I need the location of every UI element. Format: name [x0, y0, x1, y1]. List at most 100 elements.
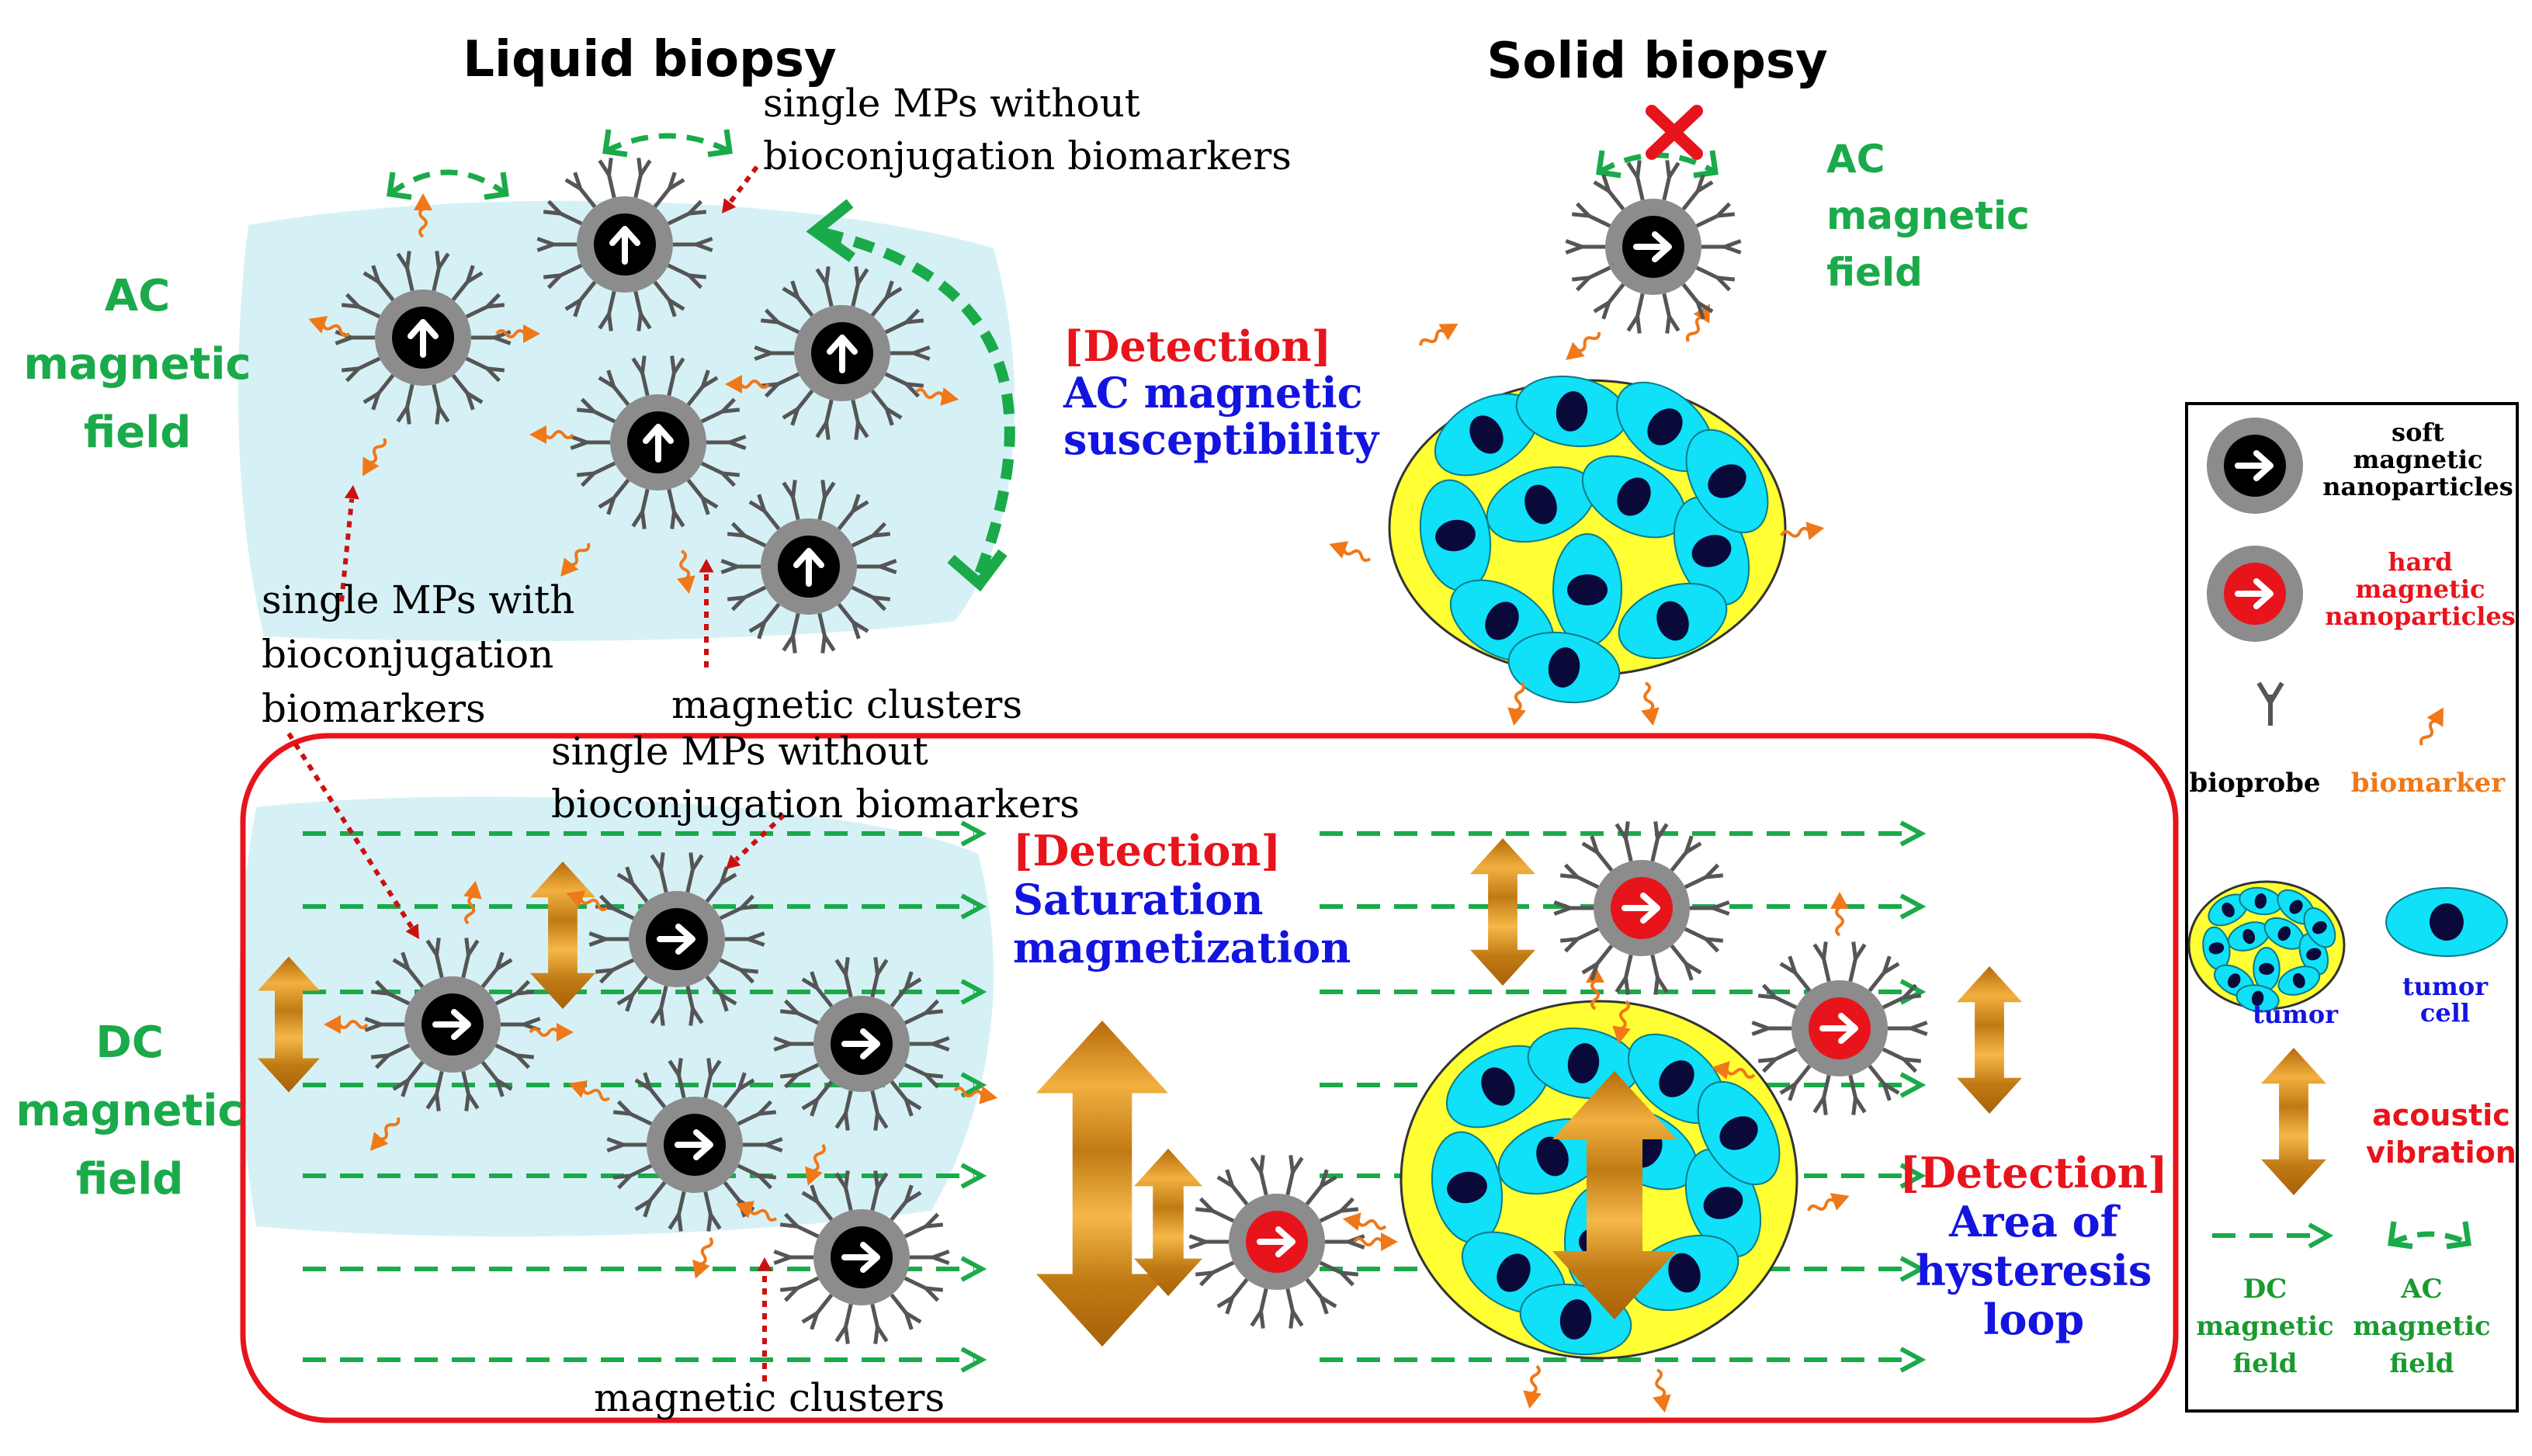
- bioprobe-icon: [706, 435, 747, 450]
- bioprobe-icon: [1553, 900, 1594, 916]
- detection-hyst-tag: [Detection]: [1899, 1148, 2167, 1198]
- biomarker-icon: [1329, 541, 1372, 562]
- biomarker-icon: [414, 193, 432, 238]
- bioprobe-icon: [1779, 1064, 1812, 1101]
- bioprobe-icon: [634, 1072, 667, 1109]
- dc-field-arrow: [1320, 820, 1927, 847]
- bioprobe-icon: [703, 1058, 722, 1099]
- biomarker-icon: [1419, 324, 1459, 346]
- legend-hard-1: hard: [2388, 547, 2452, 577]
- biomarker-icon: [692, 1236, 713, 1279]
- tumor-cell: [1515, 375, 1628, 448]
- legend-dc-3: field: [2232, 1348, 2297, 1379]
- bioprobe-icon: [1662, 160, 1680, 201]
- detection-sat-line2: magnetization: [1013, 923, 1351, 972]
- bioprobe-icon: [1305, 1277, 1337, 1315]
- biomarker-icon: [1641, 681, 1660, 726]
- bioprobe-icon: [870, 1170, 889, 1212]
- acoustic-vibration-icon: [258, 956, 320, 1093]
- bioprobe-icon: [851, 266, 869, 307]
- detection-hyst-line2: hysteresis: [1916, 1246, 2152, 1295]
- magnetic-moment-arrow-icon: [1633, 231, 1672, 262]
- bioprobe-icon: [700, 461, 741, 487]
- bioprobe-icon: [1559, 863, 1600, 889]
- bioprobe-icon: [1882, 1047, 1922, 1073]
- legend-hard-3: nanoparticles: [2325, 601, 2516, 631]
- bioprobe-icon: [782, 389, 814, 426]
- biomarker-icon: [560, 543, 591, 577]
- acoustic-vibration-icon: [1957, 966, 2022, 1114]
- annot-single-with-2: bioconjugation: [262, 632, 553, 677]
- bioprobe-icon: [653, 172, 685, 209]
- acoustic-vibrations: [258, 838, 2326, 1347]
- bioprobe-icon: [1195, 1197, 1235, 1223]
- magnetic-moment-arrow-icon: [2235, 578, 2274, 609]
- bioprobe-icon: [1188, 1234, 1229, 1250]
- bioprobe-icon: [773, 1250, 813, 1265]
- dc-field-label-2: magnetic: [16, 1086, 243, 1136]
- annot-clusters-top: magnetic clusters: [671, 682, 1022, 727]
- bioprobe-icon: [1626, 160, 1645, 201]
- bioprobe-icon: [1581, 835, 1614, 872]
- bioprobe-icon: [425, 938, 444, 979]
- legend-soft-1: soft: [2392, 418, 2444, 447]
- bioprobe-icon: [667, 488, 685, 529]
- soft-nanoparticle: [324, 880, 574, 1151]
- hard-nanoparticle: [1188, 1155, 1398, 1329]
- bioprobe-icon: [451, 265, 484, 302]
- legend-hard-2: magnetic: [2355, 574, 2485, 604]
- bioprobe-icon: [904, 1276, 944, 1302]
- bioprobe-icon: [1848, 941, 1867, 983]
- biomarker-icon: [1807, 1193, 1850, 1212]
- bioprobe-icon: [392, 1060, 425, 1097]
- bioprobe-icon: [685, 852, 704, 893]
- soft-nanoparticle: [720, 480, 897, 653]
- bioprobe-icon: [576, 397, 616, 424]
- magnetic-moment-arrow-icon: [408, 319, 439, 358]
- bioprobe-icon: [1250, 1155, 1268, 1196]
- bioprobe-icon: [631, 488, 650, 529]
- bioprobe-icon: [1882, 983, 1922, 1010]
- bioprobe-icon: [801, 1184, 834, 1222]
- pointer-arrows: [286, 165, 786, 1381]
- detection-sat-tag: [Detection]: [1013, 826, 1281, 875]
- bioprobe-icon: [480, 1060, 513, 1097]
- ac-field-large-arrow: [806, 199, 1015, 592]
- bioprobe-icon: [1751, 1021, 1791, 1036]
- bioprobe-icon: [634, 1180, 667, 1218]
- bioprobe-icon: [1695, 202, 1736, 228]
- dc-field-arrow: [1320, 1163, 1927, 1189]
- bioprobe-icon: [779, 999, 820, 1025]
- legend-tumor-icon: [2187, 880, 2346, 1013]
- bioprobe-icon: [650, 852, 668, 893]
- bioprobe-icon: [1684, 863, 1724, 889]
- tumor-cell: [1685, 428, 1769, 534]
- pointer-arrow: [286, 732, 419, 939]
- legend-dc-1: DC: [2243, 1274, 2287, 1305]
- bioprobe-icon: [904, 1212, 944, 1239]
- hard-nanoparticle: [2207, 546, 2303, 642]
- tumor-cell: [2235, 984, 2280, 1013]
- bioprobe-icon: [1848, 1074, 1867, 1115]
- bioprobe-icon: [465, 293, 505, 319]
- biomarker-icon: [805, 1143, 826, 1186]
- bioprobe-icon: [564, 280, 597, 317]
- soft-nanoparticle: [773, 957, 998, 1186]
- bioprobe-icon: [612, 1163, 653, 1190]
- bioprobe-icon: [667, 355, 685, 397]
- biomarker-icon: [529, 425, 574, 444]
- biomarker-icon: [735, 1201, 778, 1222]
- soft-nanoparticle: [568, 1058, 783, 1279]
- bioprobe-icon: [719, 958, 759, 984]
- bioprobe-icon: [653, 280, 685, 317]
- legend-soft-3: nanoparticles: [2322, 472, 2513, 501]
- biomarker-icon: [1342, 1212, 1387, 1231]
- biomarker-icon: [677, 549, 695, 595]
- tumor-solid-top: [1388, 375, 1787, 704]
- bioprobe-icon: [494, 979, 535, 1006]
- bioprobe-icon: [1319, 1260, 1359, 1287]
- dc-field-arrows: [303, 820, 2334, 1373]
- bioprobe-icon: [1681, 283, 1714, 320]
- soft-nanoparticle: [536, 158, 713, 331]
- bioprobe-icon: [633, 290, 652, 331]
